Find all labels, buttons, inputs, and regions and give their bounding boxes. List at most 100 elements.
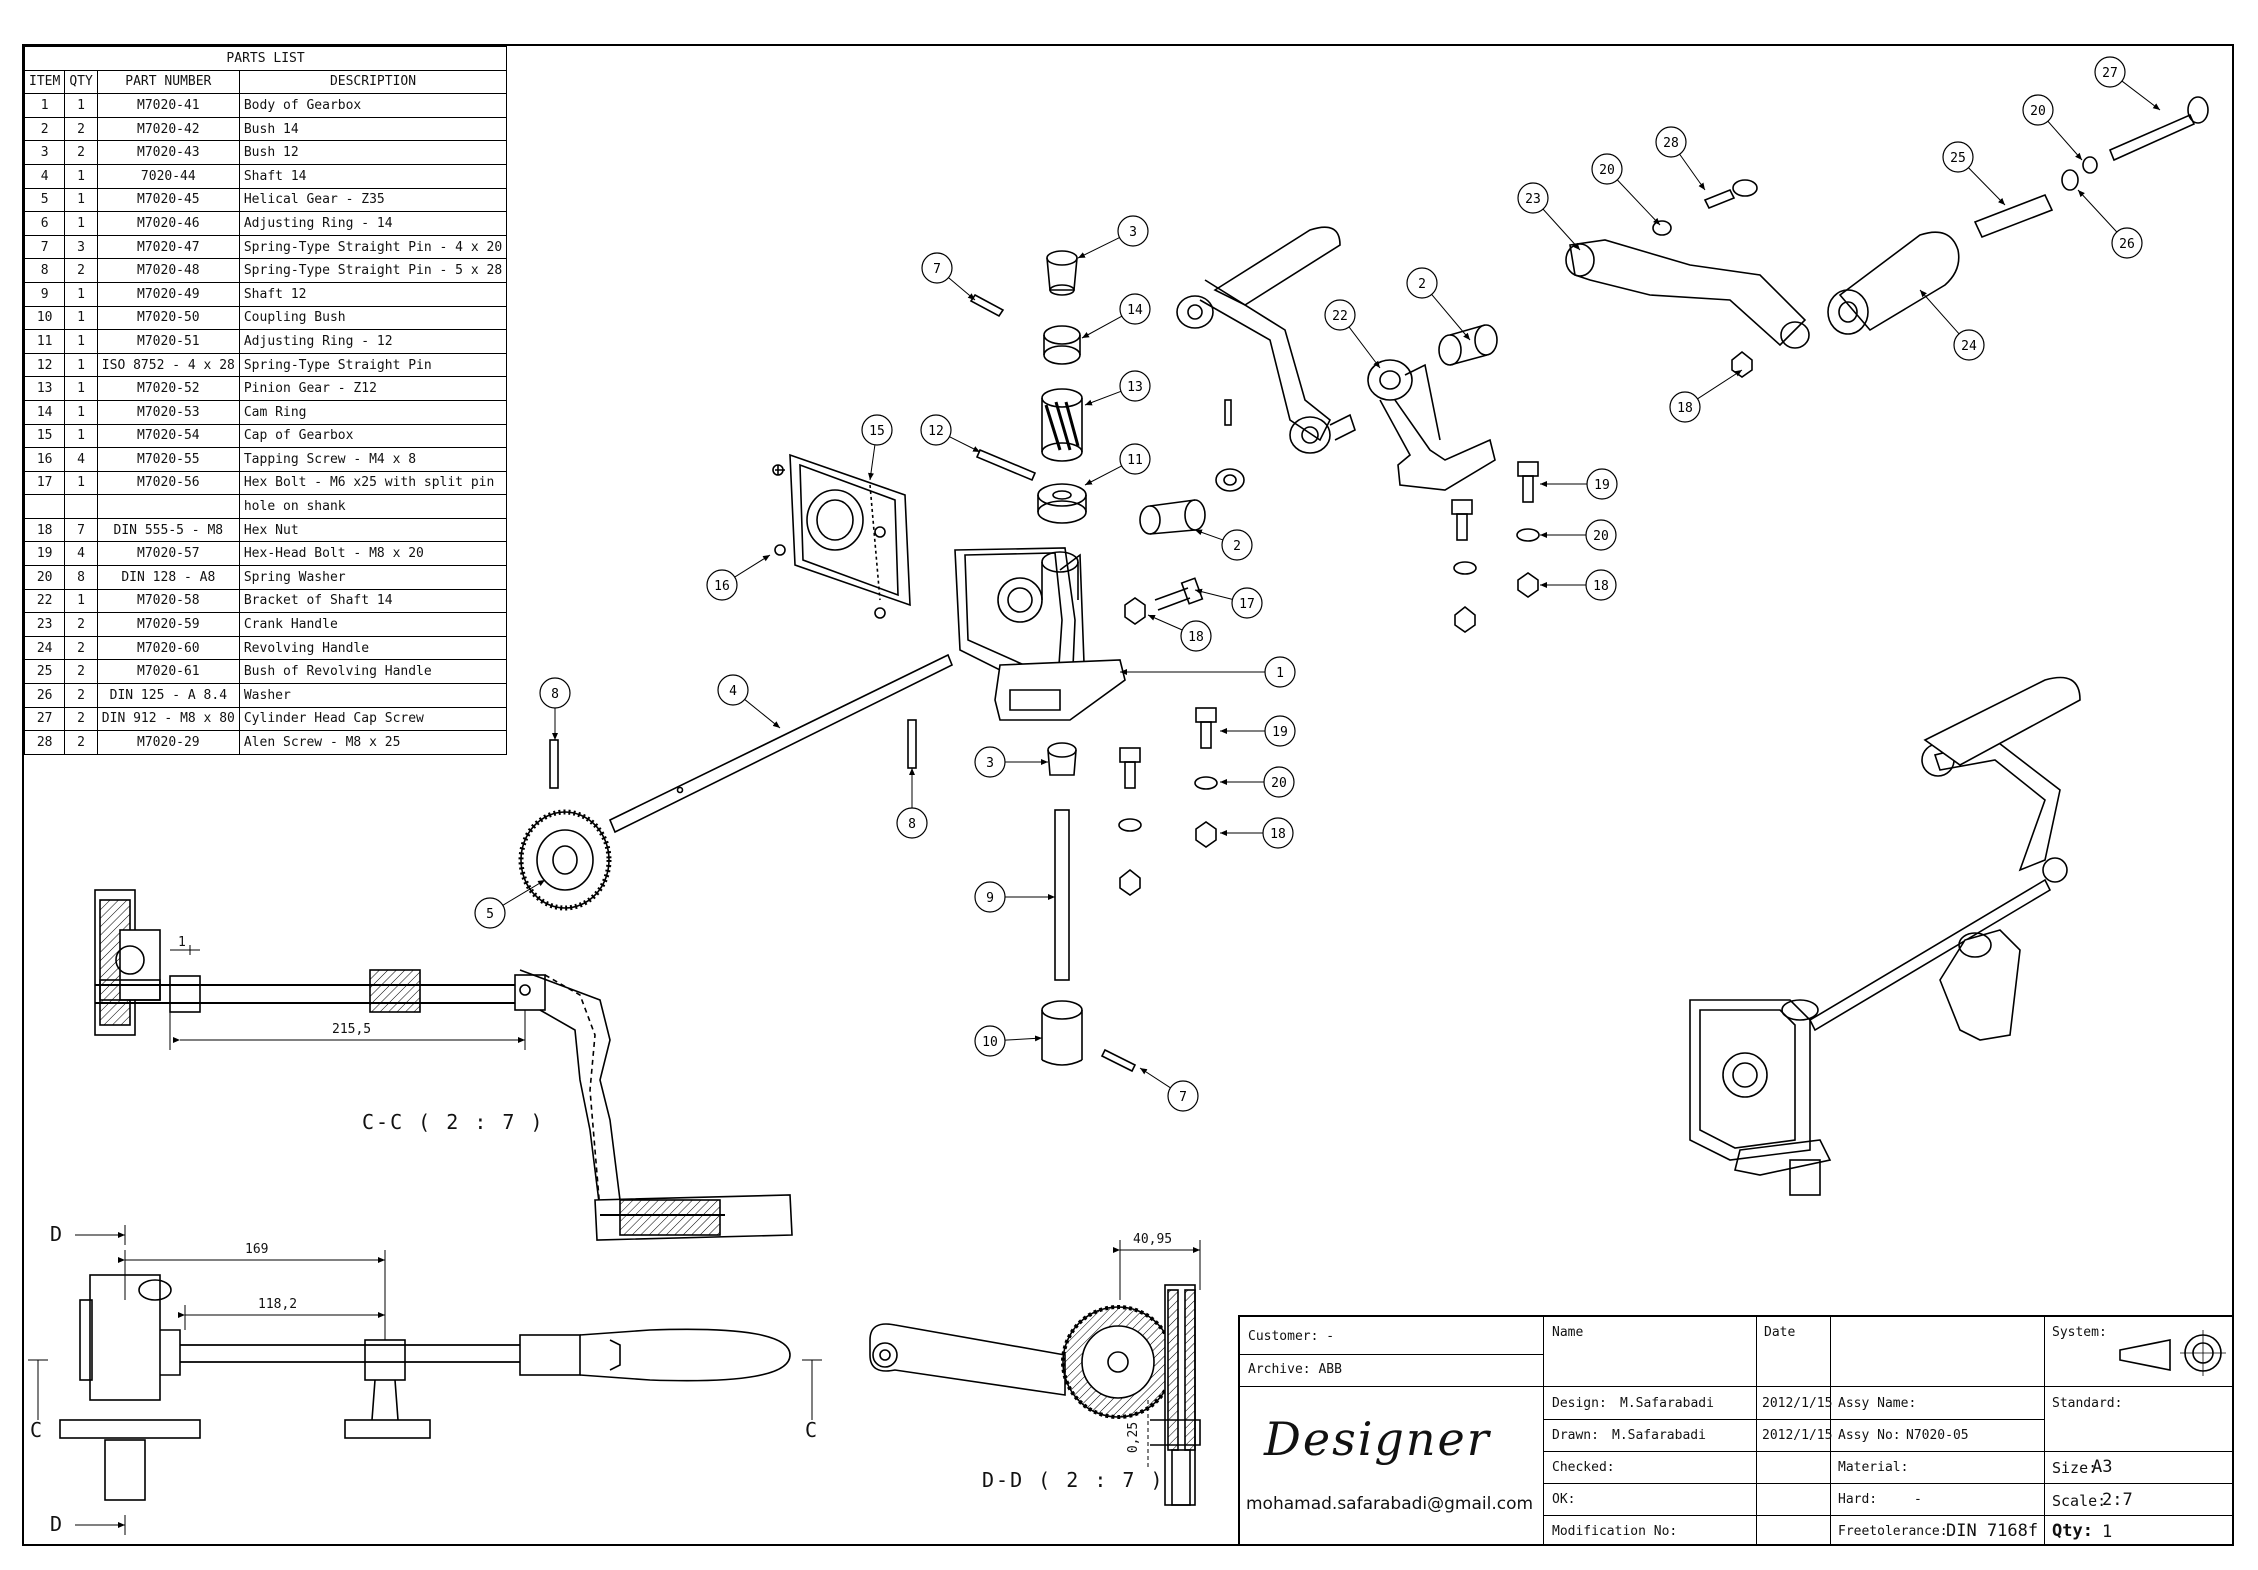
cell-qty: 1 <box>64 352 98 378</box>
balloon-circle <box>1942 141 1974 173</box>
cell-part-number: DIN 125 - A 8.4 <box>96 683 240 708</box>
bush-14-b <box>1438 324 1498 366</box>
pin-12 <box>975 448 1037 482</box>
balloon-number: 8 <box>551 687 559 702</box>
cell-part-number: M7020-55 <box>96 447 240 472</box>
section-dd-label: D-D ( 2 : 7 ) <box>982 1468 1165 1492</box>
balloon-leader <box>1077 237 1120 259</box>
cell-qty: 2 <box>64 612 98 637</box>
cell-item: 19 <box>23 541 66 567</box>
cell-description: Revolving Handle <box>238 635 508 661</box>
cell-description: Hex Bolt - M6 x25 with split pin <box>238 470 508 496</box>
pin-8-a <box>549 739 559 789</box>
cell-qty: 1 <box>64 163 98 189</box>
balloon-number: 7 <box>1179 1090 1187 1105</box>
balloon-number: 23 <box>1525 192 1541 207</box>
designer-email: mohamad.safarabadi@gmail.com <box>1246 1494 1534 1514</box>
balloon-number: 19 <box>1272 725 1288 740</box>
cell-qty: 4 <box>64 447 98 472</box>
cell-item: 11 <box>23 329 66 354</box>
balloon-number: 20 <box>1593 529 1609 544</box>
callout-balloons: 1223345778891011121314151617181818181919… <box>474 56 2161 1112</box>
balloon-number: 14 <box>1127 303 1143 318</box>
balloon-circle <box>1221 529 1253 561</box>
balloon-number: 19 <box>1594 478 1610 493</box>
system-label: System: <box>2052 1325 2107 1340</box>
marker-c-left: C <box>30 1418 45 1442</box>
cell-description: Shaft 12 <box>238 281 508 307</box>
cell-qty: 1 <box>64 470 98 496</box>
archive-field: Archive: ABB <box>1248 1362 1342 1377</box>
balloon-leader <box>2121 80 2161 111</box>
balloon-circle <box>974 881 1006 913</box>
cell-description: Bush 14 <box>238 116 508 142</box>
cell-part-number: M7020-52 <box>96 376 240 401</box>
cell-qty: 2 <box>64 683 98 708</box>
balloon-circle <box>974 746 1006 778</box>
balloon-leader <box>2077 189 2118 233</box>
customer-field: Customer: - <box>1248 1329 1335 1344</box>
cell-item: 16 <box>23 447 66 472</box>
cell-qty: 2 <box>64 730 98 755</box>
cell-description: Hex-Head Bolt - M8 x 20 <box>238 541 508 567</box>
balloon-number: 3 <box>1129 225 1137 240</box>
cell-part-number: M7020-53 <box>96 399 240 425</box>
bush-14-a <box>1139 499 1206 535</box>
balloon-number: 9 <box>986 891 994 906</box>
cell-item: 9 <box>23 281 66 307</box>
cell-qty: 3 <box>64 234 98 260</box>
cell-description: Shaft 14 <box>238 163 508 189</box>
cell-qty: 2 <box>64 635 98 661</box>
bush-12-a <box>1046 250 1078 296</box>
balloon-number: 2 <box>1233 539 1241 554</box>
cell-description: Cylinder Head Cap Screw <box>238 706 508 732</box>
cell-description: Spring-Type Straight Pin - 4 x 20 <box>238 234 508 260</box>
scale-label: Scale: <box>2052 1492 2107 1510</box>
freetolerance-value: DIN 7168f <box>1946 1521 2039 1541</box>
balloon-leader <box>1348 326 1381 369</box>
balloon-circle <box>1119 293 1151 325</box>
balloon-circle <box>974 1025 1006 1057</box>
hard-value: - <box>1914 1492 1922 1507</box>
balloon-number: 5 <box>486 907 494 922</box>
balloon-number: 18 <box>1270 827 1286 842</box>
balloon-circle <box>920 414 952 446</box>
balloon-number: 15 <box>869 424 885 439</box>
material-label: Material: <box>1838 1460 1909 1475</box>
cell-part-number: M7020-41 <box>96 93 240 118</box>
cell-qty: 1 <box>64 187 98 213</box>
cell-item: 20 <box>23 565 66 590</box>
balloon-circle <box>1119 443 1151 475</box>
cell-part-number: M7020-57 <box>96 541 240 567</box>
balloon-circle <box>706 569 738 601</box>
name-header: Name <box>1552 1325 1584 1340</box>
balloon-leader <box>1194 529 1224 541</box>
balloon-number: 18 <box>1188 630 1204 645</box>
cell-qty: 8 <box>64 565 98 590</box>
cell-part-number: M7020-48 <box>96 258 240 283</box>
cell-item: 10 <box>23 305 66 331</box>
section-cc-view <box>94 889 793 1241</box>
cell-qty: 1 <box>64 93 98 118</box>
scale-value: 2:7 <box>2102 1490 2133 1510</box>
balloon-circle <box>861 414 893 446</box>
balloon-leader <box>948 277 976 301</box>
shaft-12-part <box>1054 809 1070 981</box>
balloon-number: 20 <box>1271 776 1287 791</box>
marker-c-right: C <box>805 1418 820 1442</box>
cell-part-number: M7020-58 <box>96 588 240 614</box>
cell-qty: 1 <box>64 399 98 425</box>
cell-qty: 2 <box>64 258 98 283</box>
balloon-circle <box>896 807 928 839</box>
